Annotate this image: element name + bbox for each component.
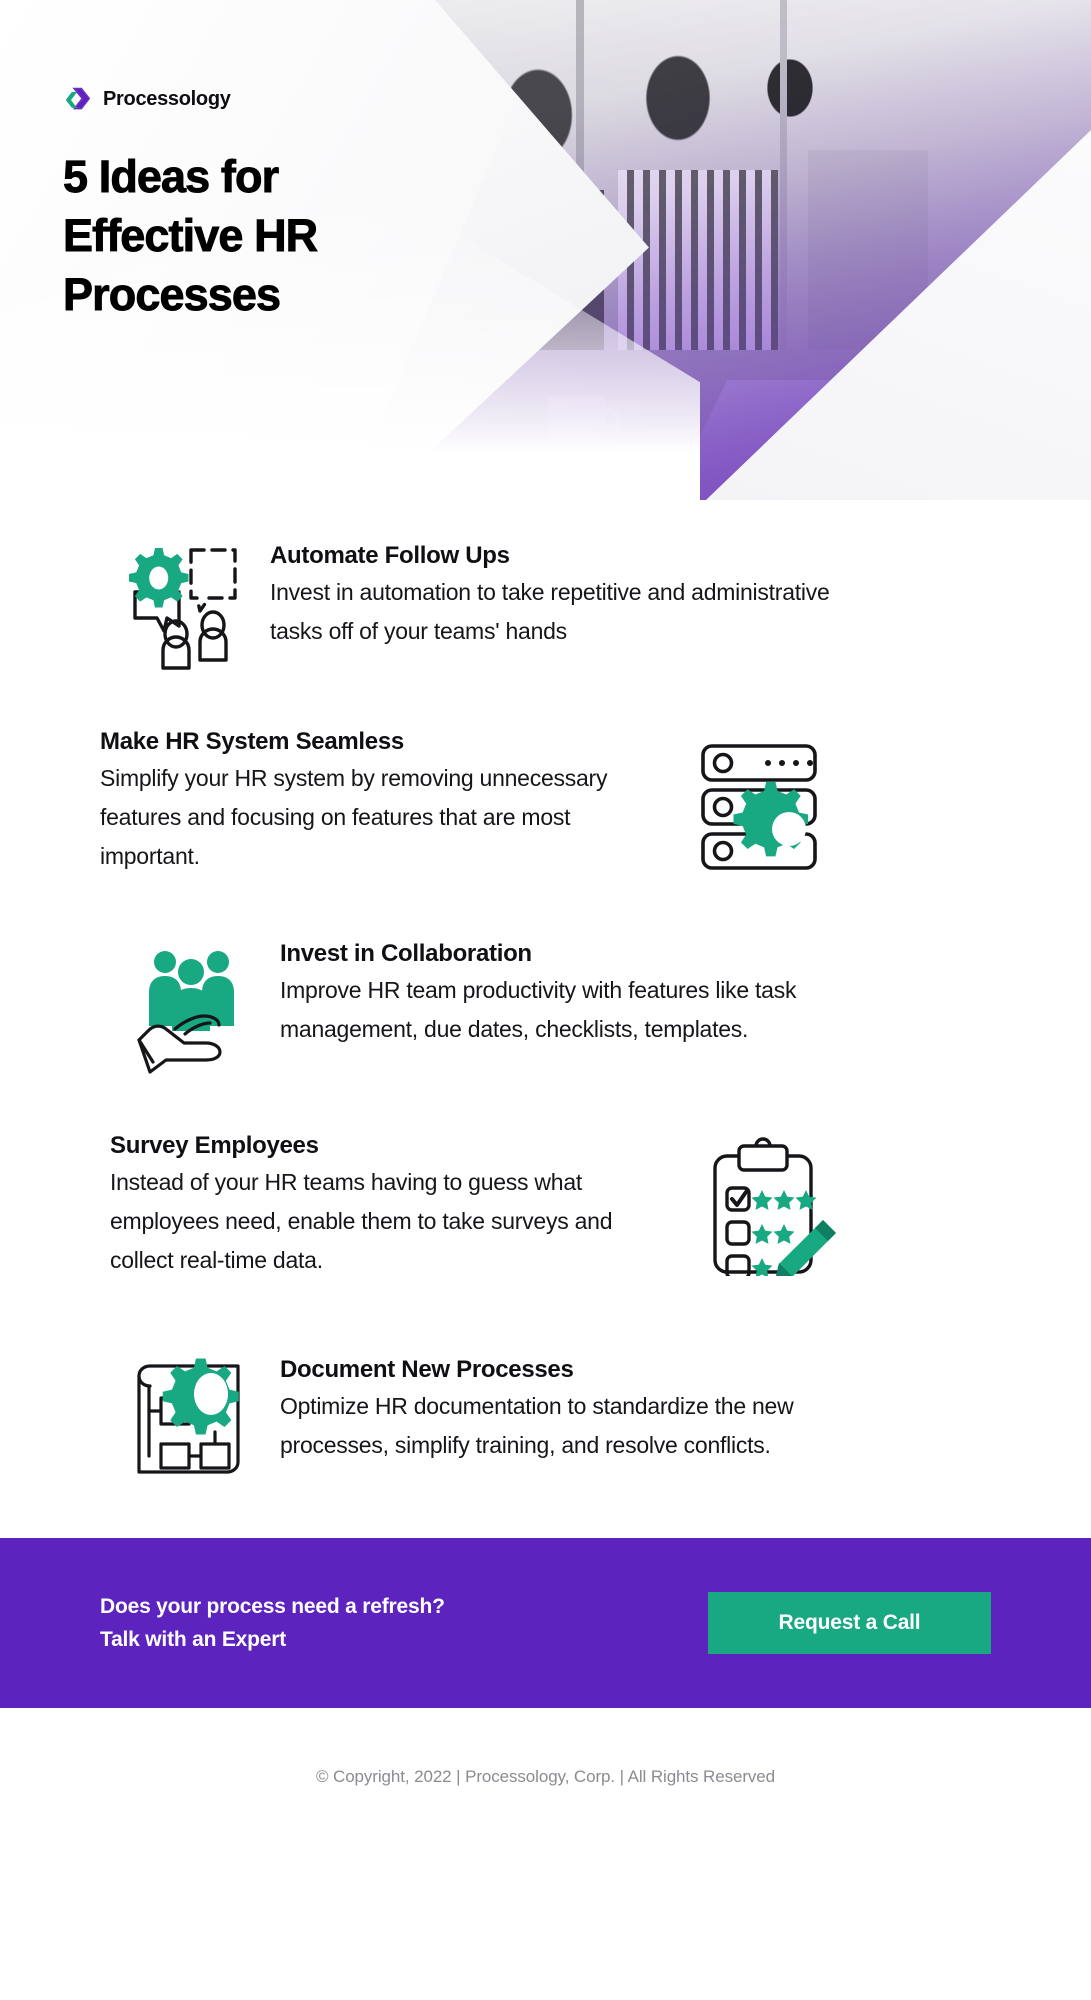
idea-item-4: Survey Employees Instead of your HR team… bbox=[0, 1126, 1091, 1286]
idea-title: Make HR System Seamless bbox=[100, 728, 404, 755]
idea-item-5: Document New Processes Optimize HR docum… bbox=[0, 1330, 1091, 1490]
hand-holding-people-icon bbox=[110, 926, 280, 1086]
flowchart-gear-icon bbox=[110, 1330, 280, 1490]
hero-purple-overlay-tint bbox=[378, 0, 1091, 500]
pencil bbox=[775, 1220, 836, 1276]
idea-title: Invest in Collaboration bbox=[280, 940, 532, 967]
hero-photo-chevron bbox=[378, 0, 1091, 500]
cta-line-1: Does your process need a refresh? bbox=[100, 1595, 445, 1618]
page-title: 5 Ideas for Effective HR Processes bbox=[63, 151, 319, 321]
idea-description: Simplify your HR system by removing unne… bbox=[100, 765, 608, 869]
idea-title: Survey Employees bbox=[110, 1132, 319, 1159]
idea-description: Invest in automation to take repetitive … bbox=[270, 579, 830, 644]
chevron-logo-icon bbox=[65, 87, 91, 110]
hero-section: Processology 5 Ideas for Effective HR Pr… bbox=[0, 0, 1091, 500]
idea-title: Automate Follow Ups bbox=[270, 542, 510, 569]
copyright-text: © Copyright, 2022 | Processology, Corp. … bbox=[315, 1767, 776, 1786]
cta-banner: Does your process need a refresh? Talk w… bbox=[0, 1538, 1091, 1708]
ideas-list: Automate Follow Ups Invest in automation… bbox=[0, 500, 1091, 1490]
idea-description: Improve HR team productivity with featur… bbox=[280, 977, 797, 1042]
cta-text: Does your process need a refresh? Talk w… bbox=[100, 1590, 708, 1656]
brand-name: Processology bbox=[103, 87, 231, 110]
idea-description: Instead of your HR teams having to guess… bbox=[110, 1169, 613, 1273]
gear-speech-bubbles-people-icon bbox=[100, 528, 270, 688]
request-a-call-button[interactable]: Request a Call bbox=[708, 1592, 991, 1654]
idea-item-1: Automate Follow Ups Invest in automation… bbox=[0, 528, 1091, 688]
cta-line-2: Talk with an Expert bbox=[100, 1628, 287, 1651]
clipboard-stars-pencil-icon bbox=[682, 1126, 852, 1286]
idea-description: Optimize HR documentation to standardize… bbox=[280, 1393, 794, 1458]
page-footer: © Copyright, 2022 | Processology, Corp. … bbox=[0, 1708, 1091, 1828]
brand-logo[interactable]: Processology bbox=[63, 84, 231, 114]
idea-item-2: Make HR System Seamless Simplify your HR… bbox=[0, 722, 1091, 882]
server-rack-gear-icon bbox=[674, 722, 844, 882]
idea-title: Document New Processes bbox=[280, 1356, 574, 1383]
idea-item-3: Invest in Collaboration Improve HR team … bbox=[0, 926, 1091, 1086]
